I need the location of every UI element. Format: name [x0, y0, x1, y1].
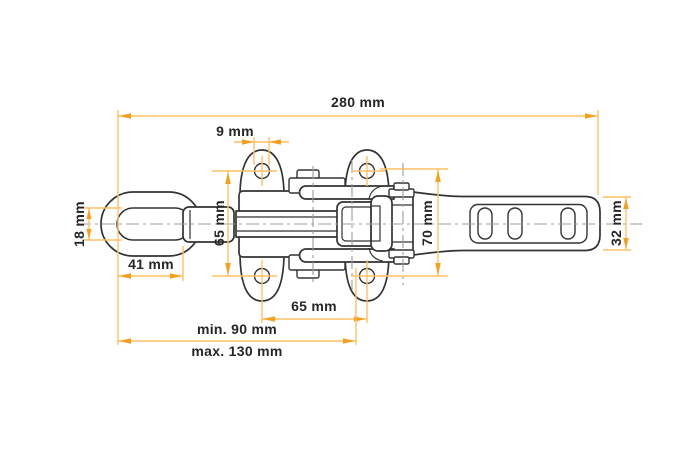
arrowhead-bottom	[225, 263, 231, 275]
dim-adjustable-reach: min. 90 mm max. 130 mm	[118, 268, 357, 359]
pivot-bolt-head-bottom	[393, 256, 410, 265]
dim-label-overall: 280 mm	[331, 94, 385, 110]
centerlines	[78, 160, 642, 290]
arrowhead-left	[119, 273, 131, 279]
extension-lines	[84, 207, 122, 241]
arrowhead-top	[435, 170, 441, 182]
dim-label-loop-inner: 18 mm	[71, 201, 87, 247]
dim-label-reach-max: max. 130 mm	[191, 343, 282, 359]
arrowhead-left	[263, 316, 275, 322]
arrowhead-top	[225, 172, 231, 184]
dim-handle-width: 32 mm	[603, 196, 631, 251]
dim-label-loop-len: 41 mm	[128, 256, 174, 272]
arrowhead-right	[585, 113, 597, 119]
dim-label-reach-min: min. 90 mm	[197, 321, 277, 337]
dim-label-hole-pitch-v: 65 mm	[211, 200, 227, 246]
threaded-rod-surface-lines	[237, 216, 350, 232]
dim-loop-inner-width: 18 mm	[71, 201, 122, 247]
arrowhead-left	[119, 338, 131, 344]
clevis-wing-curves	[368, 185, 384, 262]
dim-label-lever-span: 70 mm	[419, 200, 435, 246]
arrowhead-left	[119, 113, 131, 119]
arrowhead-bottom	[86, 229, 92, 239]
extension-lines	[212, 170, 277, 277]
dim-label-handle-w: 32 mm	[608, 200, 624, 246]
dim-hole-diameter: 9 mm	[216, 123, 289, 165]
dim-label-hole-dia: 9 mm	[216, 123, 254, 139]
dimensions: 280 mm 9 mm 65 mm 18 mm	[71, 94, 631, 359]
dim-lever-span: 70 mm	[380, 168, 448, 277]
dim-hole-pitch-vertical: 65 mm	[211, 170, 277, 277]
arrowhead-bottom	[435, 263, 441, 275]
arrowhead-bottom	[623, 238, 629, 249]
arrowhead-top	[86, 209, 92, 219]
handle-lever	[412, 191, 601, 256]
dim-loop-length: 41 mm	[118, 246, 184, 281]
dim-overall-length: 280 mm	[117, 94, 599, 345]
extension-lines	[117, 110, 599, 345]
pivot-bolt-head-top	[393, 182, 410, 191]
handle-claw-inner-lines	[391, 204, 413, 243]
arrowhead-right	[354, 316, 366, 322]
arrowhead-left	[242, 139, 254, 145]
dim-label-hole-pitch-h: 65 mm	[291, 298, 337, 314]
arrowhead-right	[343, 338, 355, 344]
extension-lines	[380, 168, 448, 277]
arrowhead-top	[623, 198, 629, 209]
dim-hole-pitch-horizontal: 65 mm	[262, 298, 367, 322]
arrowhead-right	[269, 139, 281, 145]
arrowhead-right	[170, 273, 182, 279]
clamp-part	[100, 149, 601, 302]
